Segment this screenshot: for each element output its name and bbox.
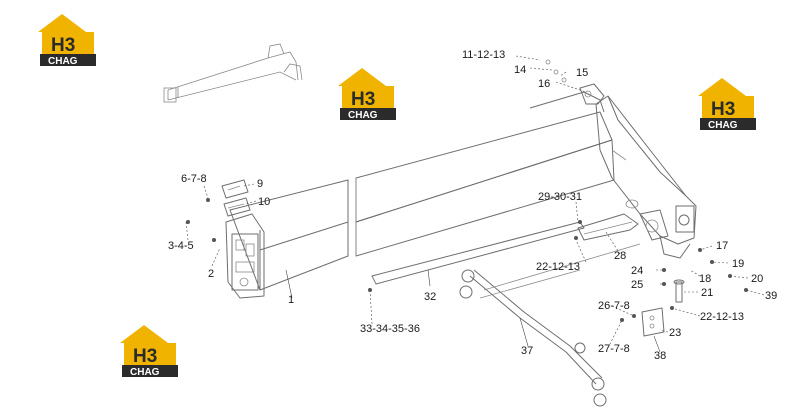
callout-33-34-35-36: 33-34-35-36: [360, 323, 420, 335]
callout-6-7-8: 6-7-8: [181, 173, 207, 185]
logo-word: CHAG: [348, 110, 378, 121]
logo-top-center: H3 CHAG: [338, 68, 396, 121]
callout-19: 19: [732, 258, 744, 270]
callout-39: 39: [765, 290, 777, 302]
callout-1: 1: [288, 294, 294, 306]
callout-32: 32: [424, 291, 436, 303]
callout-22-12-13: 22-12-13: [536, 261, 580, 273]
logo-bottom-left: H3 CHAG: [120, 325, 178, 378]
callout-16: 16: [538, 78, 550, 90]
callout-27-7-8: 27-7-8: [598, 343, 630, 355]
callout-9: 9: [257, 178, 263, 190]
logo-mark: H3: [351, 89, 375, 110]
logo-word: CHAG: [130, 367, 160, 378]
hardware-dots: [186, 198, 748, 322]
callout-28: 28: [614, 250, 626, 262]
callout-2: 2: [208, 268, 214, 280]
callout-labels: 11-12-13 14 15 16 6-7-8 9 10 3-4-5 2 1 2…: [168, 49, 777, 362]
boom-head-block: [225, 213, 265, 299]
callout-18: 18: [699, 273, 711, 285]
callout-20: 20: [751, 273, 763, 285]
callout-14: 14: [514, 64, 526, 76]
callout-37: 37: [521, 345, 533, 357]
top-bracket: [545, 59, 605, 105]
callout-29-30-31: 29-30-31: [538, 191, 582, 203]
callout-21: 21: [701, 287, 713, 299]
callout-26-7-8: 26-7-8: [598, 300, 630, 312]
callout-10: 10: [258, 196, 270, 208]
callout-3-4-5: 3-4-5: [168, 240, 194, 252]
callout-25: 25: [631, 279, 643, 291]
callout-38: 38: [654, 350, 666, 362]
callout-22-12-13-right: 22-12-13: [700, 311, 744, 323]
boom-overview-thumbnail: [163, 43, 303, 103]
pin-21: [673, 279, 685, 303]
hose-assembly-37: [459, 243, 641, 407]
logo-mark: H3: [711, 99, 735, 120]
callout-11-12-13: 11-12-13: [462, 49, 505, 61]
callout-15: 15: [576, 67, 588, 79]
logo-mark: H3: [51, 35, 75, 56]
callout-24: 24: [631, 265, 643, 277]
plate-9: [221, 179, 249, 199]
plate-10: [223, 197, 251, 217]
callout-17: 17: [716, 240, 728, 252]
leader-lines: [185, 55, 765, 353]
bracket-28: [577, 213, 639, 241]
logo-top-left: H3 CHAG: [38, 14, 96, 67]
logo-right: H3 CHAG: [698, 78, 756, 131]
logo-word: CHAG: [48, 56, 78, 67]
boom-section-1: [229, 179, 349, 291]
callout-23: 23: [669, 327, 681, 339]
clamp-23: [641, 307, 665, 337]
logo-mark: H3: [133, 346, 157, 367]
strip-32: [371, 221, 585, 285]
logo-word: CHAG: [708, 120, 738, 131]
boom-nose-assembly: [595, 95, 697, 259]
